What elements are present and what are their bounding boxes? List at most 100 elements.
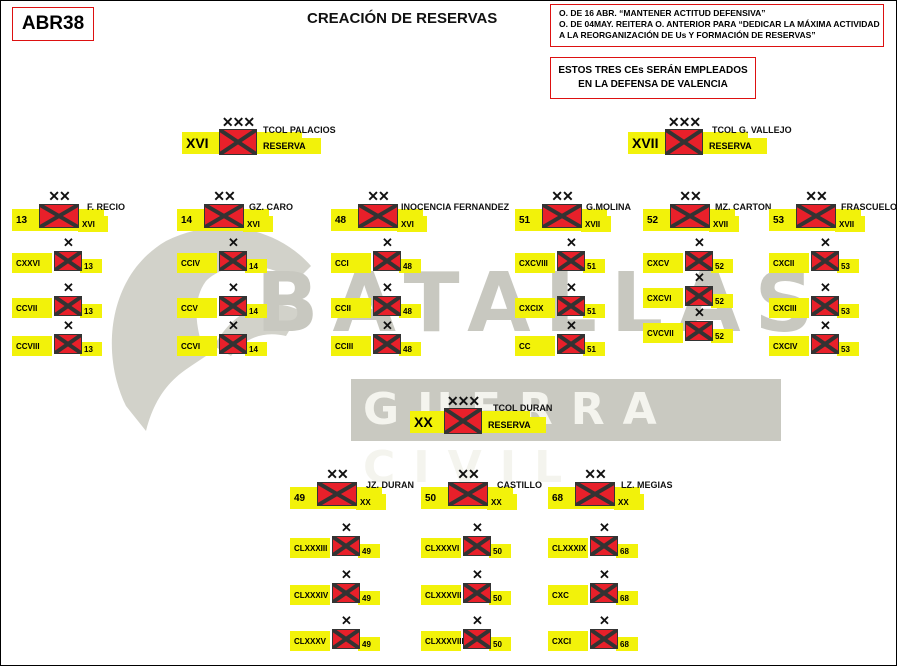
brigade-symbol xyxy=(463,629,491,649)
brigade-name-label: CLXXXIV xyxy=(290,585,330,605)
cross-lines-icon xyxy=(671,205,709,227)
brigade-echelon-icon: ✕ xyxy=(341,520,352,535)
page-title: CREACIÓN DE RESERVAS xyxy=(307,10,498,27)
division-parent-label: XVII xyxy=(581,216,611,232)
note-box: ESTOS TRES CEs SERÁN EMPLEADOS EN LA DEF… xyxy=(550,57,756,99)
brigade-symbol xyxy=(557,334,585,354)
brigade-parent-label: 48 xyxy=(399,259,421,273)
brigade-echelon-icon: ✕ xyxy=(228,280,239,295)
cross-lines-icon xyxy=(591,537,617,555)
cross-lines-icon xyxy=(666,130,702,154)
brigade-symbol xyxy=(590,536,618,556)
brigade-echelon-icon: ✕ xyxy=(566,280,577,295)
division-commander: JZ. DURAN xyxy=(366,480,415,490)
brigade-echelon-icon: ✕ xyxy=(228,318,239,333)
cross-lines-icon xyxy=(374,297,400,315)
brigade-parent-label: 49 xyxy=(358,544,380,558)
division-commander: INOCENCIA FERNANDEZ xyxy=(401,202,510,212)
brigade-parent-label: 49 xyxy=(358,637,380,651)
brigade-echelon-icon: ✕ xyxy=(63,318,74,333)
brigade-symbol xyxy=(463,536,491,556)
brigade-echelon-icon: ✕ xyxy=(382,280,393,295)
brigade-echelon-icon: ✕ xyxy=(228,235,239,250)
cross-lines-icon xyxy=(55,335,81,353)
brigade-name-label: CXCIX xyxy=(515,298,555,318)
cross-lines-icon xyxy=(543,205,581,227)
division-symbol xyxy=(39,204,79,228)
brigade-parent-label: 49 xyxy=(358,591,380,605)
brigade-name-label: CCV xyxy=(177,298,217,318)
cross-lines-icon xyxy=(40,205,78,227)
brigade-symbol xyxy=(54,251,82,271)
brigade-parent-label: 48 xyxy=(399,304,421,318)
brigade-echelon-icon: ✕ xyxy=(341,613,352,628)
brigade-symbol xyxy=(685,286,713,306)
brigade-parent-label: 50 xyxy=(489,544,511,558)
brigade-name-label: CLXXXVIII xyxy=(421,631,464,651)
corps-status-label: RESERVA xyxy=(705,138,767,154)
brigade-symbol xyxy=(373,334,401,354)
division-parent-label: XVI xyxy=(243,216,273,232)
cross-lines-icon xyxy=(374,335,400,353)
division-parent-label: XX xyxy=(614,494,644,510)
cross-lines-icon xyxy=(686,252,712,270)
brigade-name-label: CCIII xyxy=(331,336,371,356)
division-parent-label: XVII xyxy=(709,216,739,232)
brigade-echelon-icon: ✕ xyxy=(820,318,831,333)
division-echelon-icon: ✕✕ xyxy=(48,188,70,204)
cross-lines-icon xyxy=(333,630,359,648)
brigade-symbol xyxy=(332,583,360,603)
brigade-symbol xyxy=(54,296,82,316)
cross-lines-icon xyxy=(812,297,838,315)
brigade-parent-label: 13 xyxy=(80,259,102,273)
brigade-name-label: CLXXXVII xyxy=(421,585,461,605)
brigade-parent-label: 51 xyxy=(583,304,605,318)
brigade-name-label: CLXXXIII xyxy=(290,538,330,558)
brigade-echelon-icon: ✕ xyxy=(566,235,577,250)
brigade-symbol xyxy=(811,334,839,354)
brigade-name-label: CXCV xyxy=(643,253,683,273)
brigade-name-label: CLXXXIX xyxy=(548,538,588,558)
brigade-parent-label: 52 xyxy=(711,329,733,343)
cross-lines-icon xyxy=(797,205,835,227)
division-echelon-icon: ✕✕ xyxy=(584,466,606,482)
corps-echelon-icon: ✕✕✕ xyxy=(221,114,255,130)
brigade-parent-label: 53 xyxy=(837,304,859,318)
brigade-echelon-icon: ✕ xyxy=(599,613,610,628)
corps-echelon-icon: ✕✕✕ xyxy=(446,393,480,409)
division-commander: F. RECIO xyxy=(87,202,126,212)
cross-lines-icon xyxy=(686,322,712,340)
division-echelon-icon: ✕✕ xyxy=(326,466,348,482)
brigade-symbol xyxy=(590,583,618,603)
order-line: O. DE 16 ABR. “MANTENER ACTITUD DEFENSIV… xyxy=(559,8,766,18)
division-commander: G.MOLINA xyxy=(586,202,631,212)
brigade-symbol xyxy=(557,296,585,316)
brigade-parent-label: 13 xyxy=(80,342,102,356)
division-commander: LZ. MEGIAS xyxy=(621,480,673,490)
brigade-parent-label: 50 xyxy=(489,637,511,651)
brigade-name-label: CXXVI xyxy=(12,253,52,273)
cross-lines-icon xyxy=(55,297,81,315)
brigade-echelon-icon: ✕ xyxy=(472,613,483,628)
cross-lines-icon xyxy=(464,630,490,648)
cross-lines-icon xyxy=(812,252,838,270)
cross-lines-icon xyxy=(220,335,246,353)
brigade-parent-label: 51 xyxy=(583,259,605,273)
brigade-echelon-icon: ✕ xyxy=(341,567,352,582)
brigade-parent-label: 68 xyxy=(616,637,638,651)
division-parent-label: XVI xyxy=(397,216,427,232)
corps-echelon-icon: ✕✕✕ xyxy=(667,114,701,130)
note-line: ESTOS TRES CEs SERÁN EMPLEADOS xyxy=(558,65,748,76)
cross-lines-icon xyxy=(220,252,246,270)
order-line: O. DE 04MAY. REITERA O. ANTERIOR PARA “D… xyxy=(559,19,880,29)
period-label: ABR38 xyxy=(12,7,94,41)
cross-lines-icon xyxy=(812,335,838,353)
brigade-symbol xyxy=(219,334,247,354)
corps-status-label: RESERVA xyxy=(484,417,546,433)
brigade-parent-label: 50 xyxy=(489,591,511,605)
division-symbol xyxy=(542,204,582,228)
orders-box: O. DE 16 ABR. “MANTENER ACTITUD DEFENSIV… xyxy=(550,4,884,47)
division-parent-label: XVI xyxy=(78,216,108,232)
brigade-name-label: CCII xyxy=(331,298,371,318)
division-parent-label: XX xyxy=(356,494,386,510)
